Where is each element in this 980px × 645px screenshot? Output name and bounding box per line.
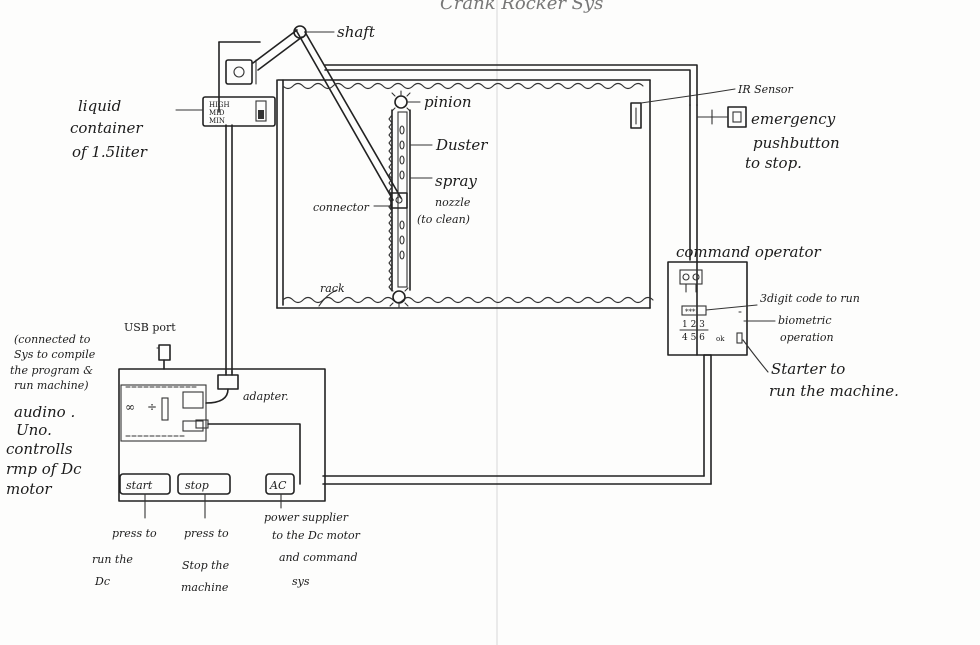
level-high-text: HIGH xyxy=(209,101,230,109)
liquid-container-mast xyxy=(218,41,261,373)
liquid-label-line3: of 1.5liter xyxy=(72,143,148,161)
press-start-line1: press to xyxy=(112,527,157,540)
usb-note-line2: Sys to compile xyxy=(14,348,96,361)
power-supplier-line4: sys xyxy=(292,575,310,588)
power-supplier-line3: and command xyxy=(279,551,358,564)
to-stop-label: to stop. xyxy=(745,154,802,172)
digit-code-pointer xyxy=(705,304,758,311)
arduino-divide-icon: ÷ xyxy=(147,400,157,414)
connector-label: connector xyxy=(313,201,370,214)
ir-sensor-pointer xyxy=(709,88,736,94)
pushbutton-label: pushbutton xyxy=(753,134,840,152)
starter-pointer xyxy=(742,339,769,373)
starter-label-line2: run the machine. xyxy=(769,382,899,400)
level-mid-text: MID xyxy=(209,109,225,117)
liquid-label-line1: liquid xyxy=(78,97,121,115)
spray-label: spray xyxy=(435,172,477,190)
starter-label-line1: Starter to xyxy=(771,360,845,378)
shaft-label: shaft xyxy=(337,23,376,41)
emergency-label: emergency xyxy=(751,110,836,128)
diagram-title: Crank Rocker Sys xyxy=(440,0,603,14)
stop-button: stop xyxy=(177,473,231,495)
liquid-level-gauge: HIGH MID MIN xyxy=(202,96,276,127)
press-start-line2: run the xyxy=(92,553,133,566)
controls-label-line2: rmp of Dc xyxy=(6,460,82,478)
keypad-ok-text: ok xyxy=(716,335,725,343)
level-min-text: MIN xyxy=(209,117,225,125)
press-stop-line3: machine xyxy=(181,581,229,594)
biometric-label-line2: operation xyxy=(780,331,834,344)
press-stop-line2: Stop the xyxy=(182,559,230,572)
command-operator-title: command operator xyxy=(676,243,822,261)
start-button-text: start xyxy=(126,479,153,492)
cleaning-frame xyxy=(276,64,698,309)
controls-label-line3: motor xyxy=(6,480,52,498)
digit-code-label: 3digit code to run xyxy=(760,292,860,305)
rack-label: rack xyxy=(320,282,345,295)
pinion-label: pinion xyxy=(424,93,472,111)
arduino-control-box: ∞ ÷ xyxy=(118,368,326,502)
arduino-logo-icon: ∞ xyxy=(125,400,135,414)
emergency-stop-button xyxy=(689,104,747,356)
start-button: start xyxy=(119,473,171,495)
keypad-row1-text: 1 2 3 xyxy=(682,320,705,330)
duster-label: Duster xyxy=(435,136,488,154)
ir-sensor-label: IR Sensor xyxy=(737,83,794,96)
usb-port-label: USB port xyxy=(124,321,176,334)
usb-note-line4: run machine) xyxy=(14,379,89,392)
crank-shaft-arm xyxy=(252,25,402,201)
usb-note-line3: the program & xyxy=(10,364,93,377)
keypad-row2-text: 4 5 6 xyxy=(682,333,705,343)
usb-port xyxy=(156,344,171,370)
arduino-label-line1: audino . xyxy=(14,403,75,421)
arduino-label-line2: Uno. xyxy=(16,421,52,439)
rack-pointer xyxy=(318,289,338,307)
command-operator-box: *** 1 2 3 4 5 6 ok xyxy=(667,261,748,485)
ac-power-button: AC xyxy=(265,473,295,495)
to-clean-label: (to clean) xyxy=(417,213,470,226)
power-supplier-line2: to the Dc motor xyxy=(272,529,361,542)
keypad-code-text: *** xyxy=(685,308,696,316)
controls-label-line1: controlls xyxy=(6,440,73,458)
liquid-label-line2: container xyxy=(70,119,143,137)
adapter-label: adapter. xyxy=(243,390,289,403)
rack-and-duster xyxy=(388,90,411,309)
press-start-line3: Dc xyxy=(94,575,110,588)
nozzle-label: nozzle xyxy=(435,196,471,209)
stop-button-text: stop xyxy=(185,479,209,492)
ir-sensor xyxy=(630,92,711,129)
ac-button-text: AC xyxy=(269,479,287,492)
biometric-label-line1: biometric xyxy=(778,314,831,327)
power-supplier-line1: power supplier xyxy=(264,511,349,524)
usb-note-line1: (connected to xyxy=(14,333,91,346)
press-stop-line1: press to xyxy=(184,527,229,540)
